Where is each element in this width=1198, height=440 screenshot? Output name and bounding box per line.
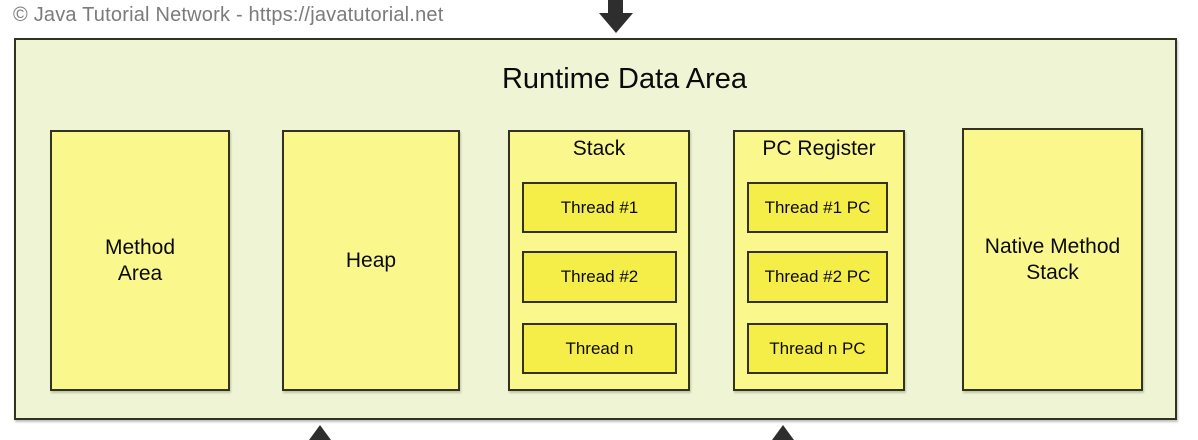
heap-box: Heap [282, 130, 460, 391]
stack-thread-n-box: Thread n [522, 323, 677, 374]
stack-box: Stack Thread #1 Thread #2 Thread n [508, 130, 690, 391]
method-area-box: Method Area [50, 130, 230, 391]
watermark-text: © Java Tutorial Network - https://javatu… [13, 4, 444, 26]
diagram-title: Runtime Data Area [501, 63, 747, 95]
arrow-shaft [608, 0, 623, 15]
stack-thread-2-box: Thread #2 [522, 251, 677, 303]
stack-thread-1-box: Thread #1 [522, 182, 677, 233]
pc-register-box: PC Register Thread #1 PC Thread #2 PC Th… [733, 130, 905, 391]
pc-thread-n-box: Thread n PC [747, 323, 888, 374]
arrow-head [599, 13, 633, 33]
runtime-data-area-container: Runtime Data Area Method Area Heap Stack… [14, 38, 1177, 420]
method-area-label: Method Area [104, 235, 176, 285]
pc-register-label: PC Register [762, 137, 876, 160]
pc-thread-1-box: Thread #1 PC [747, 182, 888, 233]
native-method-stack-label: Native Method Stack [984, 234, 1121, 284]
arrow-down-icon [599, 0, 633, 33]
stack-label: Stack [572, 137, 626, 160]
pc-thread-2-box: Thread #2 PC [747, 251, 888, 303]
native-method-stack-box: Native Method Stack [962, 128, 1143, 391]
arrow-up-left-icon [301, 425, 339, 440]
heap-label: Heap [345, 248, 397, 272]
arrow-up-right-icon [764, 425, 802, 440]
